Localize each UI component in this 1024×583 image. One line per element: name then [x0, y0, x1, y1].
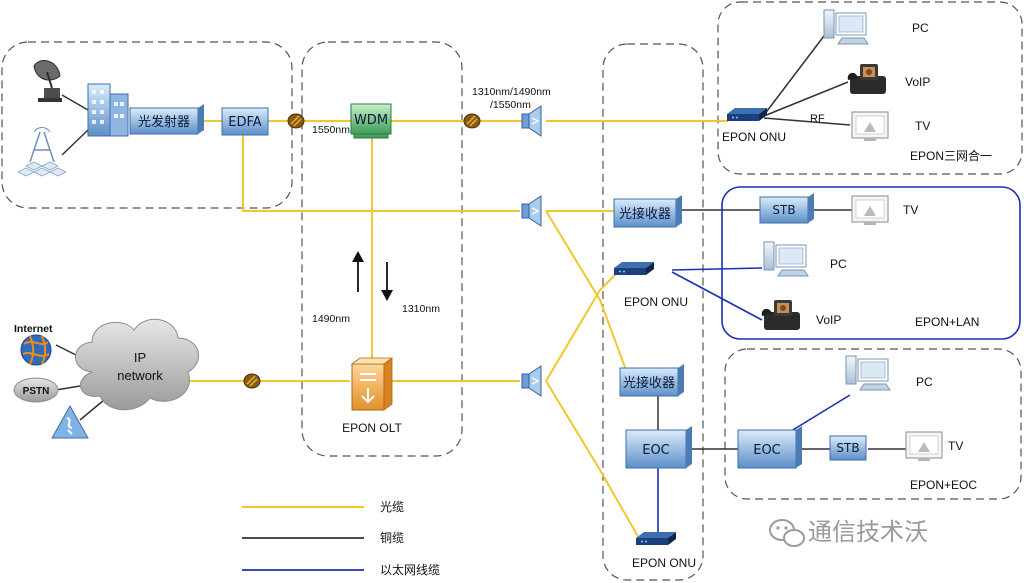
tv-lan-label: TV	[903, 203, 918, 217]
region-eoc-label: EPON+EOC	[910, 478, 977, 492]
signal-triangle-icon	[51, 404, 89, 439]
wavelength-multi-label-1: 1310nm/1490nm	[472, 86, 551, 98]
pc-top-label: PC	[912, 21, 929, 35]
headend-region	[1, 41, 293, 209]
stb-eoc-label: STB	[836, 441, 859, 455]
pstn-label: PSTN	[23, 386, 50, 397]
eoc-left-label: EOC	[642, 443, 670, 458]
pstn-node: PSTN	[13, 377, 59, 403]
legend-fiber-label: 光缆	[380, 500, 404, 514]
stb-lan-box: STB	[759, 193, 814, 224]
receiver-1-label: 光接收器	[619, 206, 671, 222]
edfa-box: EDFA	[221, 107, 269, 136]
watermark: 通信技术沃	[769, 518, 928, 547]
onu-mid-label: EPON ONU	[624, 295, 688, 309]
receiver-1-box: 光接收器	[613, 195, 682, 228]
wavelength-1310-label: 1310nm	[402, 303, 440, 315]
pc-eoc-label: PC	[916, 375, 933, 389]
triple-play-region	[717, 1, 1023, 175]
legend-copper-label: 铜缆	[380, 530, 404, 545]
wavelength-multi-label-2: /1550nm	[490, 99, 531, 111]
wdm-label: WDM	[354, 113, 388, 128]
legend: 光缆 铜缆 以太网线缆	[242, 500, 440, 577]
tv-icon	[851, 111, 889, 142]
wavelength-1490-label: 1490nm	[312, 313, 350, 325]
splitter-icon	[521, 365, 542, 397]
tv-icon	[905, 431, 943, 462]
tv-icon	[851, 195, 889, 226]
pc-icon	[763, 241, 809, 277]
phone-icon	[847, 64, 886, 94]
splitter-icon	[521, 195, 542, 227]
eoc-region	[724, 348, 1022, 500]
wdm-box: WDM	[350, 103, 392, 139]
olt-switch-icon	[350, 357, 394, 411]
transmitter-label: 光发射器	[138, 114, 190, 130]
olt-region	[301, 41, 463, 457]
fiber-splice-icon	[463, 113, 481, 129]
lan-region	[721, 186, 1021, 340]
rf-label: RF	[810, 113, 825, 125]
transmitter-box: 光发射器	[129, 104, 204, 135]
voip-lan-label: VoIP	[816, 313, 841, 327]
satellite-dish-icon	[33, 60, 62, 102]
eoc-left-box: EOC	[625, 426, 692, 469]
fiber-splice-icon	[243, 373, 261, 389]
region-lan-label: EPON+LAN	[915, 315, 979, 329]
pc-icon	[845, 355, 891, 391]
tv-top-label: TV	[915, 119, 930, 133]
phone-icon	[761, 300, 800, 330]
onu-top-device: EPON ONU	[722, 108, 786, 144]
onu-bottom-label: EPON ONU	[632, 556, 696, 570]
cloud-icon: IP network	[75, 318, 199, 411]
building-icon	[87, 83, 129, 137]
fiber-splice-icon	[287, 113, 305, 129]
globe-icon	[20, 334, 52, 366]
stb-lan-label: STB	[772, 203, 795, 217]
receiver-2-label: 光接收器	[623, 375, 675, 391]
copper-lines	[55, 27, 906, 450]
fiber-lines	[184, 120, 728, 541]
downstream-arrow	[381, 262, 393, 301]
wechat-icon	[769, 519, 805, 547]
ip-network-label-1: IP	[134, 350, 146, 365]
pc-lan-label: PC	[830, 257, 847, 271]
antenna-tower-icon	[17, 127, 67, 177]
onu-top-label: EPON ONU	[722, 130, 786, 144]
ip-network-label-2: network	[117, 368, 163, 383]
onu-mid-device: EPON ONU	[614, 262, 688, 309]
pc-icon	[823, 9, 869, 45]
access-region	[602, 43, 704, 581]
upstream-arrow	[352, 251, 364, 292]
edfa-label: EDFA	[228, 115, 262, 130]
tv-eoc-label: TV	[948, 439, 963, 453]
internet-label: Internet	[14, 323, 53, 335]
ethernet-lines	[657, 267, 851, 535]
wavelength-1550-label: 1550nm	[312, 124, 350, 136]
eoc-right-label: EOC	[753, 443, 781, 458]
olt-label: EPON OLT	[342, 421, 402, 435]
stb-eoc-box: STB	[829, 435, 867, 461]
region-triple-label: EPON三网合一	[910, 148, 992, 163]
receiver-2-box: 光接收器	[619, 364, 684, 397]
legend-ethernet-label: 以太网线缆	[380, 562, 440, 577]
voip-top-label: VoIP	[905, 75, 930, 89]
watermark-text: 通信技术沃	[808, 518, 928, 546]
onu-bottom-device: EPON ONU	[632, 532, 696, 570]
eoc-right-box: EOC	[737, 426, 802, 469]
